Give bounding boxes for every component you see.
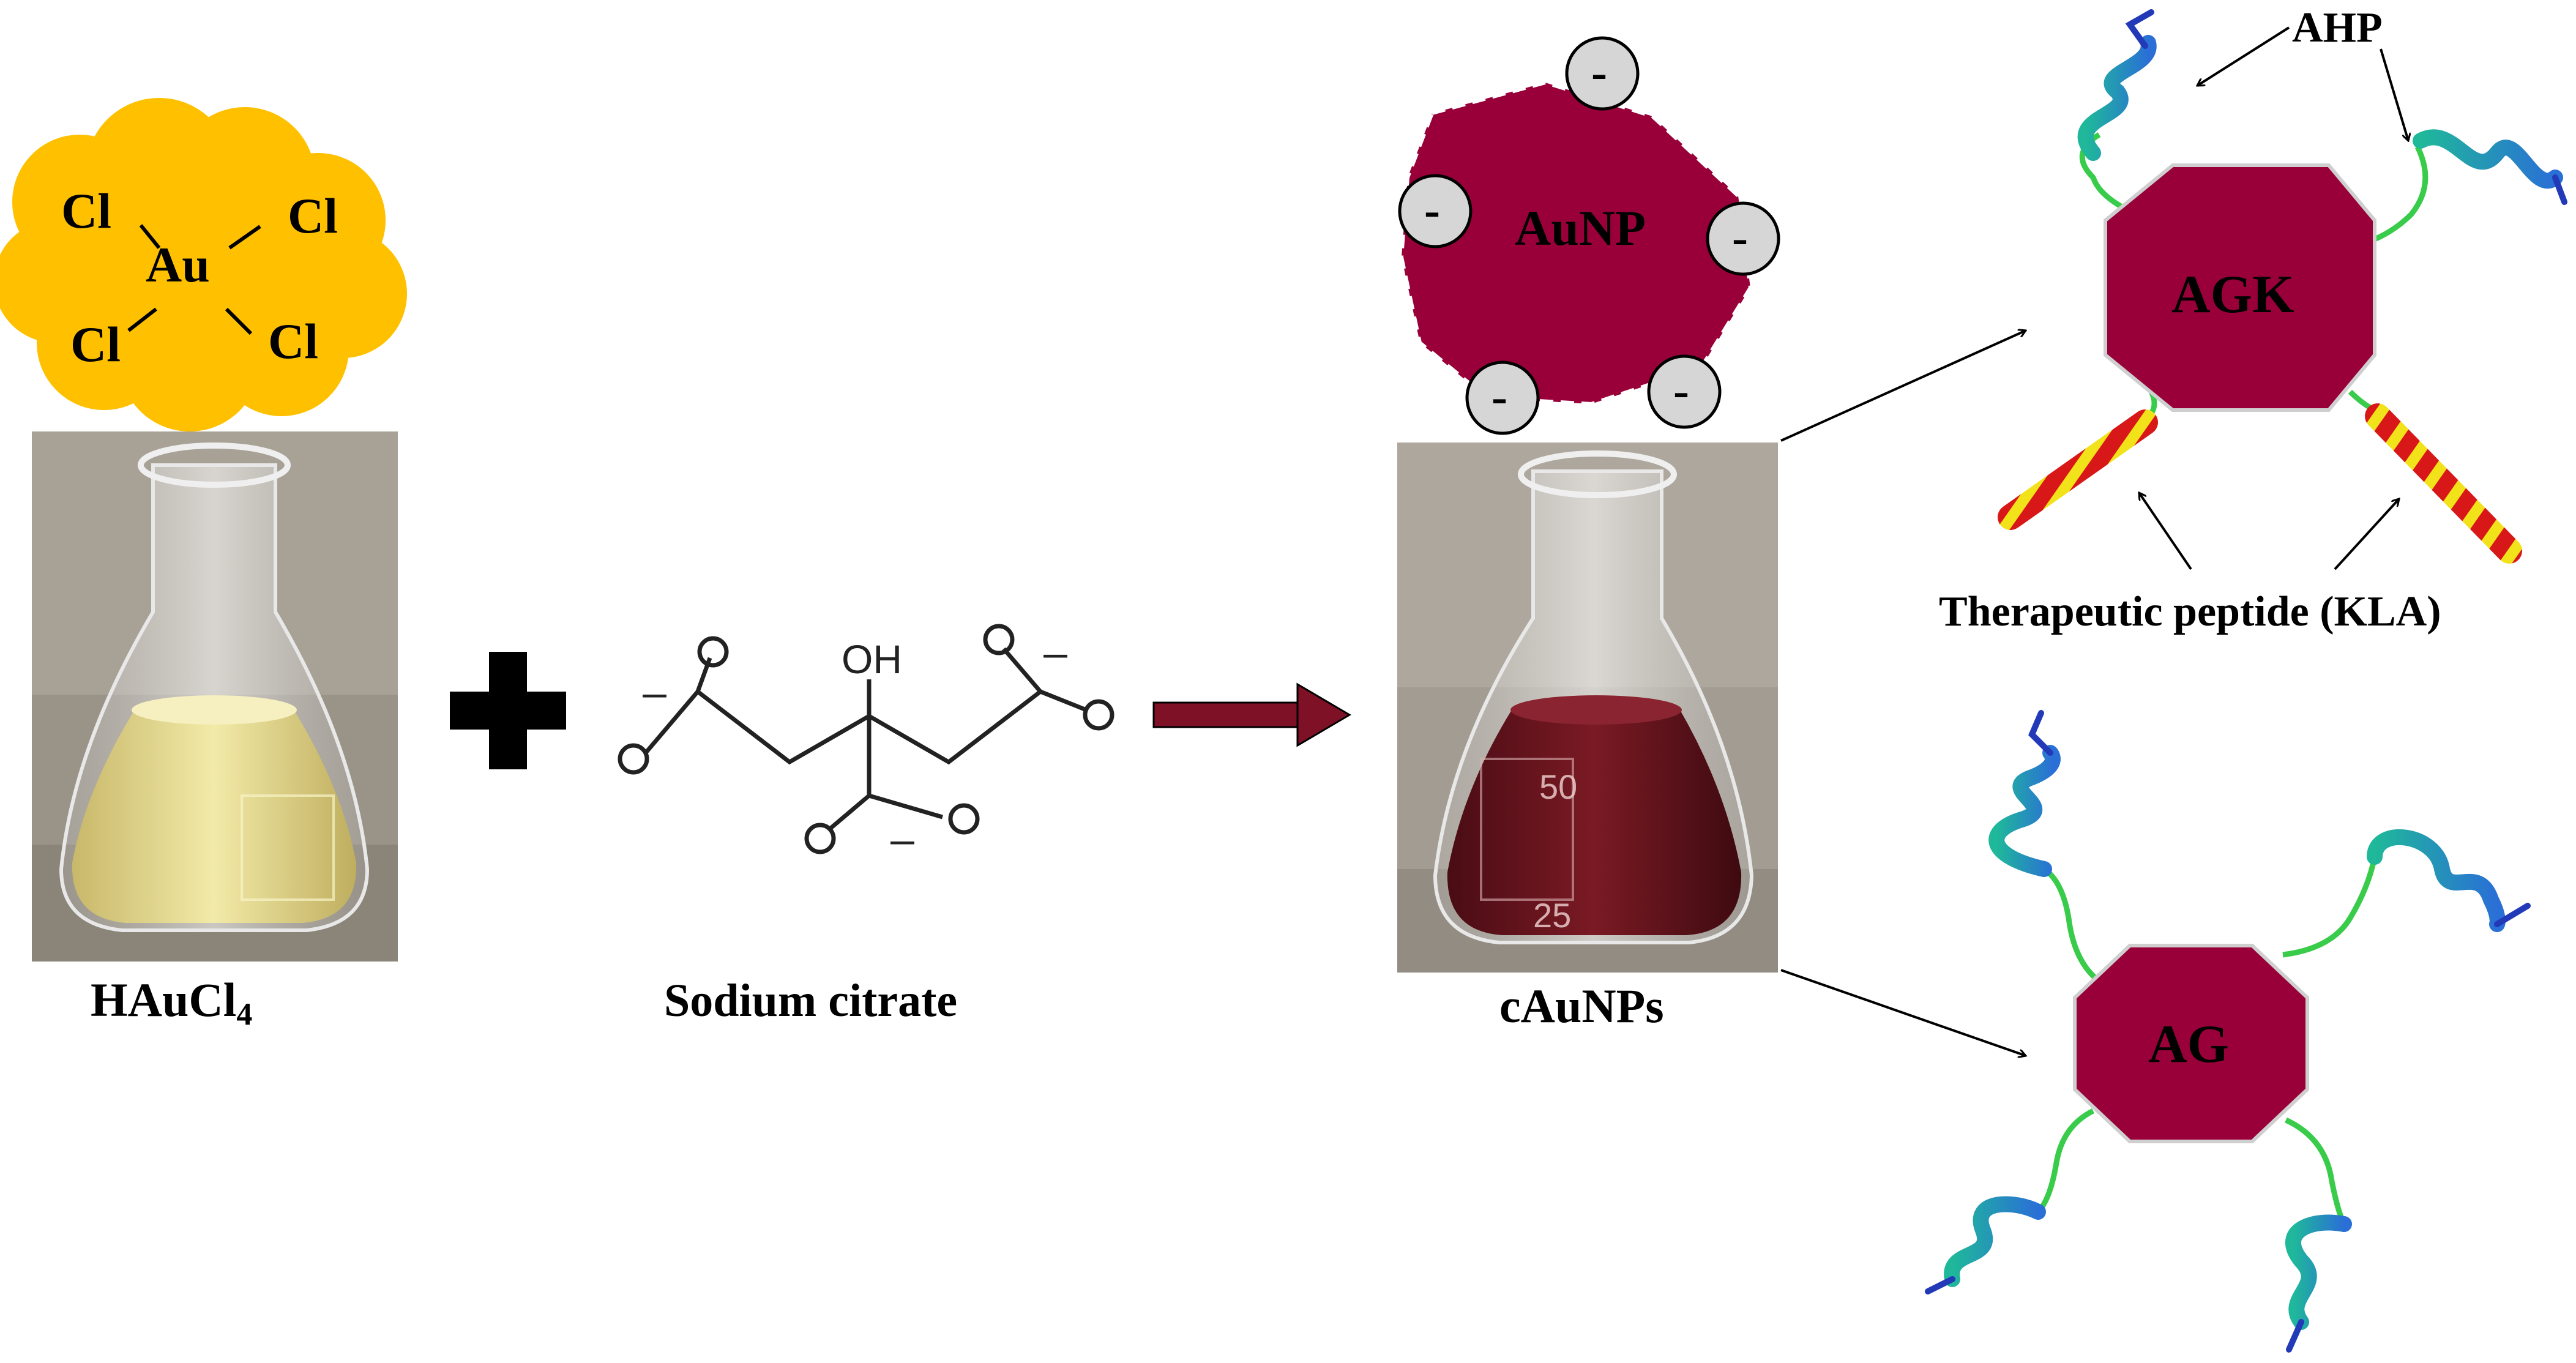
svg-text:-: - — [1491, 370, 1507, 423]
reaction-arrow — [1152, 682, 1351, 747]
citrate-charge-right: – — [1043, 629, 1067, 676]
agk-ahp-helix-left — [2077, 9, 2157, 161]
ahp-pointer-right — [2380, 48, 2408, 141]
flask-mark-25: 25 — [1533, 896, 1571, 935]
haucl4-label: HAuCl4 — [91, 973, 252, 1032]
cl-ligand-3: Cl — [70, 316, 121, 372]
svg-text:-: - — [1424, 183, 1440, 236]
arrow-to-agk — [1780, 330, 2026, 442]
flask-mark-50: 50 — [1539, 767, 1577, 806]
surface-charge-4: - — [1465, 360, 1540, 435]
surface-charge-3: - — [1706, 201, 1780, 276]
ag-helix-top-left — [1988, 710, 2061, 877]
agk-label: AGK — [2171, 265, 2294, 324]
agk-ahp-helix-right — [2413, 129, 2567, 205]
ag-nanoparticle: AG — [2073, 944, 2309, 1143]
ag-label: AG — [2148, 1015, 2229, 1074]
therapeutic-peptide-label: Therapeutic peptide (KLA) — [1939, 588, 2441, 635]
svg-text:-: - — [1673, 364, 1689, 417]
svg-text:-: - — [1591, 45, 1607, 99]
surface-charge-5: - — [1647, 354, 1722, 429]
cl-ligand-2: Cl — [288, 188, 338, 244]
haucl4-cloud: Cl Cl Cl Cl Au — [0, 98, 407, 431]
ag-helix-top-right — [2367, 829, 2531, 932]
arrow-to-ag — [1780, 969, 2026, 1056]
ag-helix-bottom-right — [2285, 1214, 2352, 1353]
sodium-citrate-label: Sodium citrate — [664, 975, 957, 1026]
au-center: Au — [146, 237, 210, 293]
ag-helix-bottom-left — [1925, 1196, 2046, 1294]
svg-text:-: - — [1732, 211, 1748, 264]
caunps-flask-photo: 50 25 — [1397, 443, 1778, 973]
surface-charge-1: - — [1565, 36, 1640, 111]
aunp-label: AuNP — [1515, 200, 1646, 256]
ahp-label: AHP — [2292, 4, 2383, 51]
agk-nanoparticle: AGK — [2104, 163, 2376, 412]
sodium-citrate-structure — [618, 624, 1114, 854]
citrate-hydroxyl: OH — [842, 637, 902, 682]
agk-kla-helix-right — [2365, 403, 2522, 564]
haucl4-flask-photo — [32, 431, 398, 962]
citrate-charge-left: – — [643, 668, 666, 716]
citrate-charge-bottom: – — [890, 815, 914, 863]
cl-ligand-1: Cl — [61, 183, 111, 239]
cl-ligand-4: Cl — [268, 313, 318, 369]
aunp-particle: AuNP — [1399, 80, 1753, 406]
plus-sign — [450, 652, 566, 769]
ag-linkers — [2036, 856, 2378, 1226]
caunps-label: cAuNPs — [1499, 979, 1664, 1033]
ahp-pointer-left — [2197, 26, 2290, 87]
surface-charge-2: - — [1398, 174, 1473, 248]
kla-pointer-left — [2139, 493, 2192, 570]
agk-kla-helix-left — [1998, 409, 2158, 530]
kla-pointer-right — [2334, 499, 2399, 570]
